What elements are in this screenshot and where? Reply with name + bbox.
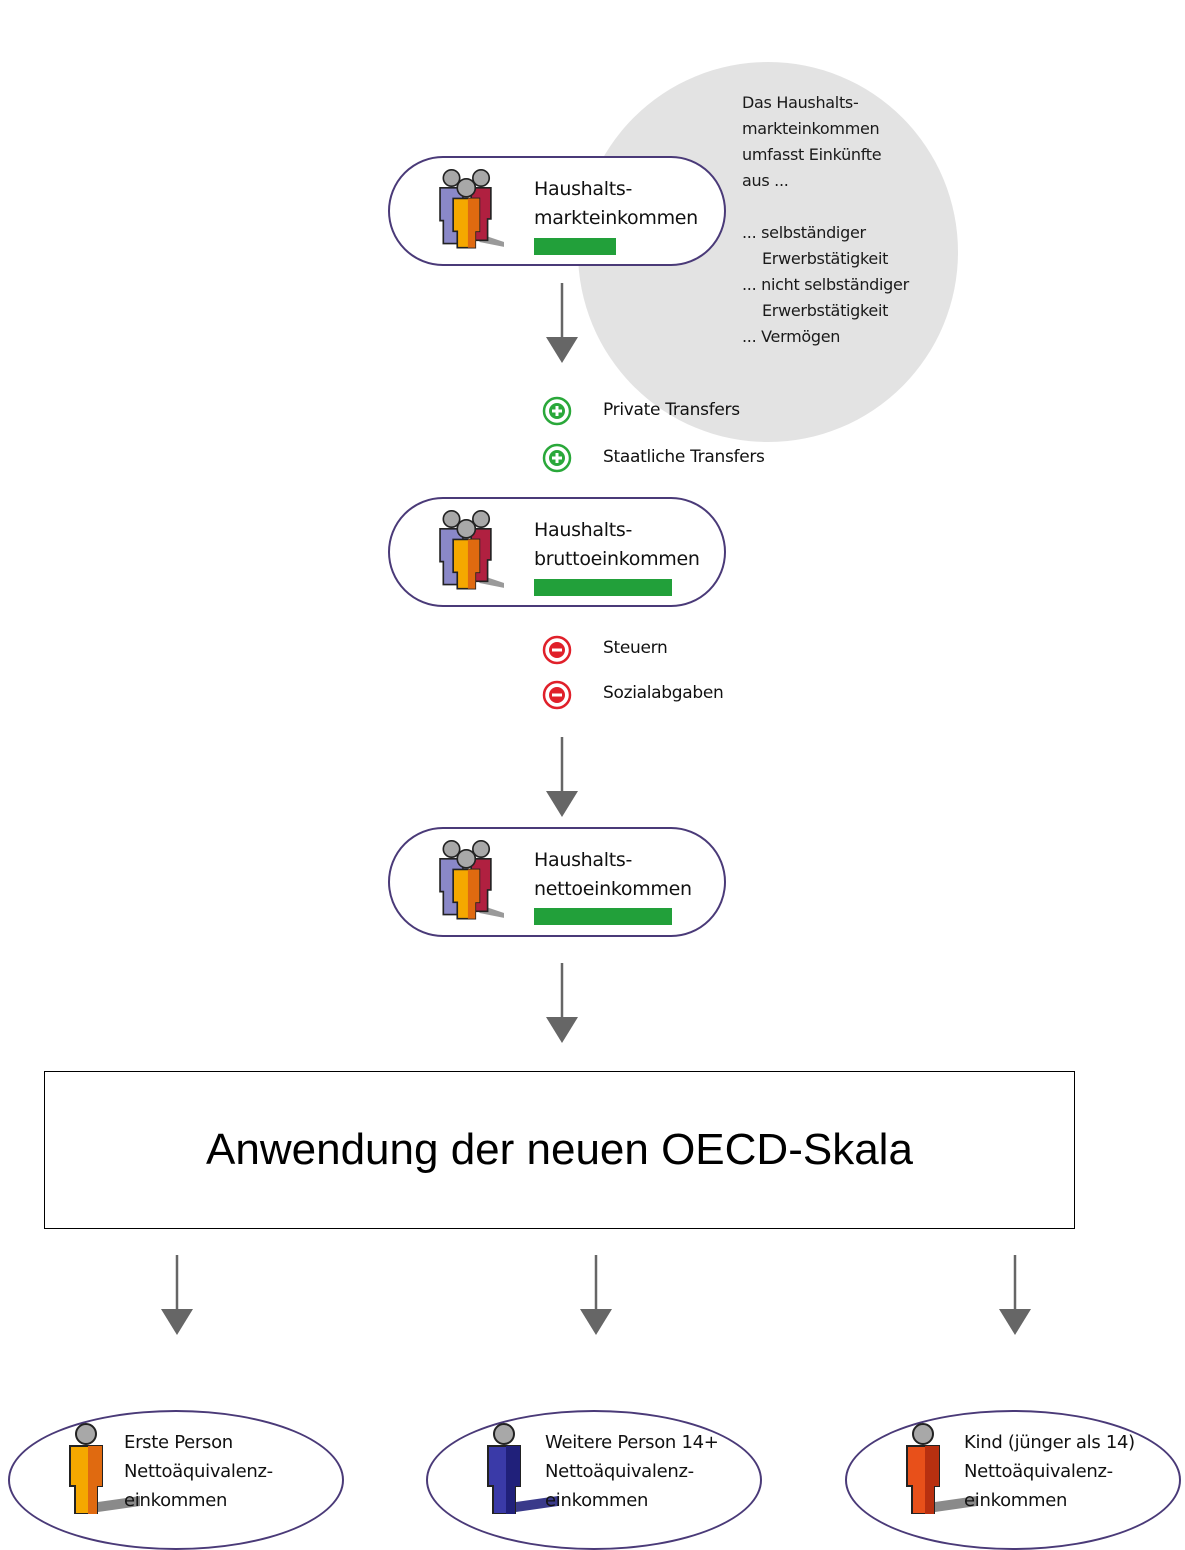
oecd-scale-box: Anwendung der neuen OECD-Skala xyxy=(44,1071,1075,1229)
household-group-icon xyxy=(422,160,504,255)
person-line1: Weitere Person 14+ xyxy=(545,1432,719,1453)
stage-title-line2: bruttoeinkommen xyxy=(534,548,700,570)
stage-title-line2: markteinkommen xyxy=(534,207,698,229)
addition-label: Staatliche Transfers xyxy=(603,447,765,467)
arrow-down-icon xyxy=(578,1255,614,1335)
person-line3: einkommen xyxy=(124,1490,228,1511)
addition-label: Private Transfers xyxy=(603,400,740,420)
minus-icon xyxy=(542,680,572,710)
plus-icon xyxy=(542,443,572,473)
oecd-label: Anwendung der neuen OECD-Skala xyxy=(206,1125,913,1174)
person-line2: Nettoäquivalenz- xyxy=(545,1461,694,1482)
household-group-icon xyxy=(422,501,504,596)
info-line: Das Haushalts- xyxy=(742,93,859,112)
arrow-down-icon xyxy=(544,737,580,817)
person-line1: Kind (jünger als 14) xyxy=(964,1432,1135,1453)
income-bar xyxy=(534,238,616,255)
stage-title-line1: Haushalts- xyxy=(534,178,633,200)
info-item: ... selbständiger xyxy=(742,223,866,242)
deduction-label: Sozialabgaben xyxy=(603,683,724,703)
household-group-icon xyxy=(422,831,504,926)
arrow-down-icon xyxy=(544,283,580,363)
arrow-down-icon xyxy=(159,1255,195,1335)
person-line1: Erste Person xyxy=(124,1432,233,1453)
info-line: markteinkommen xyxy=(742,119,880,138)
stage-title-line2: nettoeinkommen xyxy=(534,878,692,900)
arrow-down-icon xyxy=(997,1255,1033,1335)
info-item: ... nicht selbständiger xyxy=(742,275,909,294)
person-line2: Nettoäquivalenz- xyxy=(124,1461,273,1482)
person-line2: Nettoäquivalenz- xyxy=(964,1461,1113,1482)
person-line3: einkommen xyxy=(964,1490,1068,1511)
deduction-label: Steuern xyxy=(603,638,668,658)
income-bar xyxy=(534,908,672,925)
person-icon xyxy=(69,1423,140,1514)
info-line: umfasst Einkünfte xyxy=(742,145,882,164)
arrow-down-icon xyxy=(544,963,580,1043)
info-item: Erwerbstätigkeit xyxy=(762,301,889,320)
info-line: aus ... xyxy=(742,171,789,190)
minus-icon xyxy=(542,635,572,665)
stage-title-line1: Haushalts- xyxy=(534,519,633,541)
info-item: ... Vermögen xyxy=(742,327,841,346)
info-item: Erwerbstätigkeit xyxy=(762,249,889,268)
income-bar xyxy=(534,579,672,596)
stage-title-line1: Haushalts- xyxy=(534,849,633,871)
person-icon xyxy=(906,1423,977,1514)
info-text: Das Haushalts- markteinkommen umfasst Ei… xyxy=(742,90,962,350)
plus-icon xyxy=(542,396,572,426)
person-icon xyxy=(487,1423,558,1514)
person-line3: einkommen xyxy=(545,1490,649,1511)
